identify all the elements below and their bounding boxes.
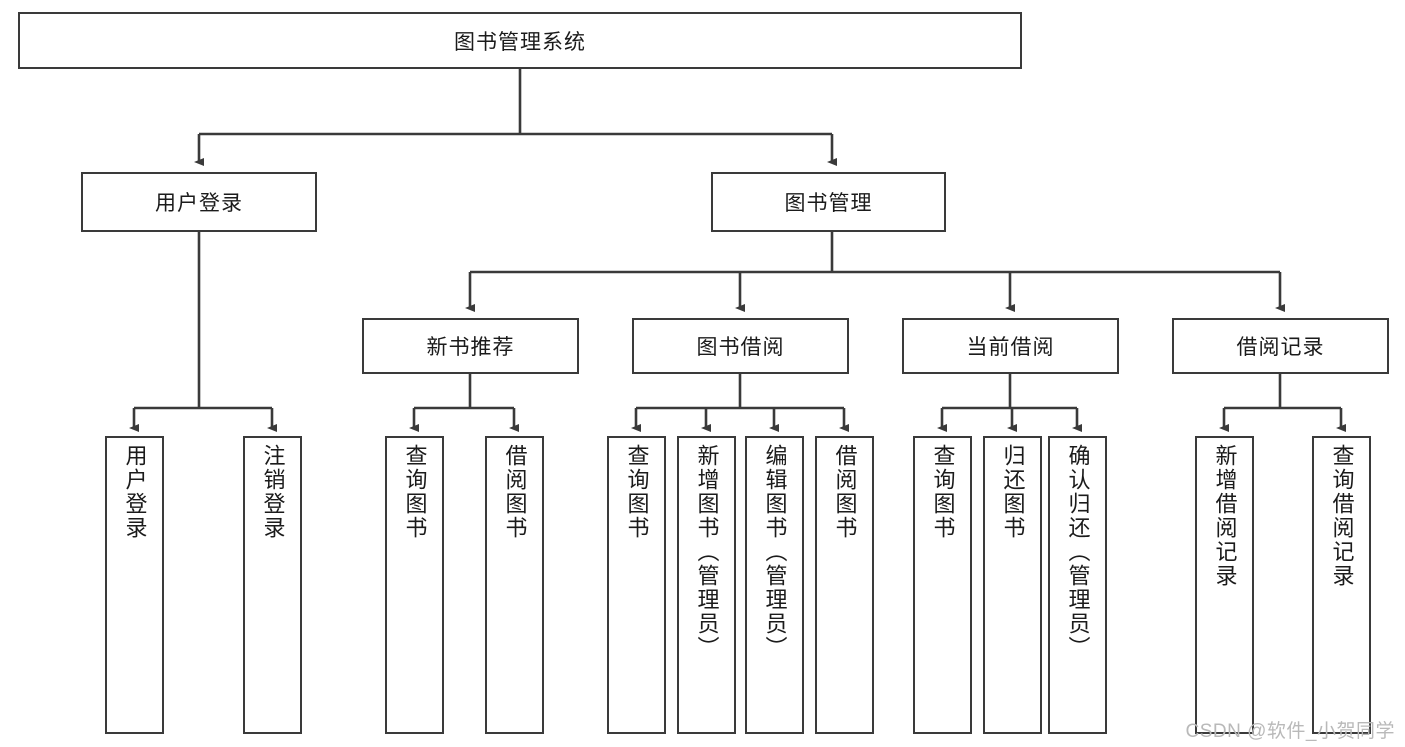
node-leaf-query-book-borrow-label: 查询图书 — [624, 444, 650, 540]
leaf-text-wrap: 新增图书（管理员） — [679, 444, 734, 660]
node-book-manage-label: 图书管理 — [784, 192, 873, 215]
node-current-borrow[interactable]: 当前借阅 — [902, 318, 1119, 374]
node-leaf-add-record[interactable]: 新增借阅记录 — [1195, 436, 1254, 734]
node-leaf-return-book-label: 归还图书 — [1000, 444, 1026, 540]
leaf-text-wrap: 借阅图书 — [817, 444, 872, 540]
node-new-book-rec-label: 新书推荐 — [426, 336, 515, 359]
node-leaf-logout[interactable]: 注销登录 — [243, 436, 302, 734]
node-root-label: 图书管理系统 — [454, 30, 586, 54]
node-user-login-label: 用户登录 — [155, 192, 243, 215]
leaf-text-wrap: 新增借阅记录 — [1197, 444, 1252, 588]
leaf-text-wrap: 查询借阅记录 — [1314, 444, 1369, 588]
node-leaf-query-book-cur[interactable]: 查询图书 — [913, 436, 972, 734]
leaf-text-wrap: 用户登录 — [107, 444, 162, 540]
watermark-text: CSDN @软件_小贺同学 — [1185, 721, 1395, 742]
node-leaf-add-book[interactable]: 新增图书（管理员） — [677, 436, 736, 734]
leaf-text-wrap: 确认归还（管理员） — [1050, 444, 1105, 660]
node-user-login[interactable]: 用户登录 — [81, 172, 317, 232]
node-leaf-confirm-return-label: 确认归还（管理员） — [1065, 444, 1091, 660]
node-borrow-record[interactable]: 借阅记录 — [1172, 318, 1389, 374]
leaf-text-wrap: 查询图书 — [915, 444, 970, 540]
node-current-borrow-label: 当前借阅 — [966, 336, 1055, 359]
node-leaf-user-login[interactable]: 用户登录 — [105, 436, 164, 734]
node-root[interactable]: 图书管理系统 — [18, 12, 1022, 69]
node-leaf-query-book-rec-label: 查询图书 — [402, 444, 428, 540]
leaf-text-wrap: 查询图书 — [609, 444, 664, 540]
node-leaf-query-book-rec[interactable]: 查询图书 — [385, 436, 444, 734]
node-leaf-query-book-borrow[interactable]: 查询图书 — [607, 436, 666, 734]
node-book-borrow[interactable]: 图书借阅 — [632, 318, 849, 374]
leaf-text-wrap: 注销登录 — [245, 444, 300, 540]
node-leaf-add-book-label: 新增图书（管理员） — [694, 444, 720, 660]
node-leaf-edit-book-label: 编辑图书（管理员） — [762, 444, 788, 660]
node-leaf-add-record-label: 新增借阅记录 — [1212, 444, 1238, 588]
node-leaf-user-login-label: 用户登录 — [122, 444, 148, 540]
node-book-borrow-label: 图书借阅 — [696, 336, 785, 359]
node-book-manage[interactable]: 图书管理 — [711, 172, 946, 232]
node-leaf-confirm-return[interactable]: 确认归还（管理员） — [1048, 436, 1107, 734]
node-leaf-logout-label: 注销登录 — [260, 444, 286, 540]
leaf-text-wrap: 查询图书 — [387, 444, 442, 540]
node-borrow-record-label: 借阅记录 — [1236, 336, 1325, 359]
node-leaf-query-record[interactable]: 查询借阅记录 — [1312, 436, 1371, 734]
node-leaf-borrow-book-rec-label: 借阅图书 — [502, 444, 528, 540]
leaf-text-wrap: 借阅图书 — [487, 444, 542, 540]
node-leaf-borrow-book-label: 借阅图书 — [832, 444, 858, 540]
node-new-book-rec[interactable]: 新书推荐 — [362, 318, 579, 374]
node-leaf-return-book[interactable]: 归还图书 — [983, 436, 1042, 734]
node-leaf-query-record-label: 查询借阅记录 — [1329, 444, 1355, 588]
node-leaf-borrow-book-rec[interactable]: 借阅图书 — [485, 436, 544, 734]
node-leaf-edit-book[interactable]: 编辑图书（管理员） — [745, 436, 804, 734]
leaf-text-wrap: 编辑图书（管理员） — [747, 444, 802, 660]
node-leaf-query-book-cur-label: 查询图书 — [930, 444, 956, 540]
node-leaf-borrow-book[interactable]: 借阅图书 — [815, 436, 874, 734]
leaf-text-wrap: 归还图书 — [985, 444, 1040, 540]
